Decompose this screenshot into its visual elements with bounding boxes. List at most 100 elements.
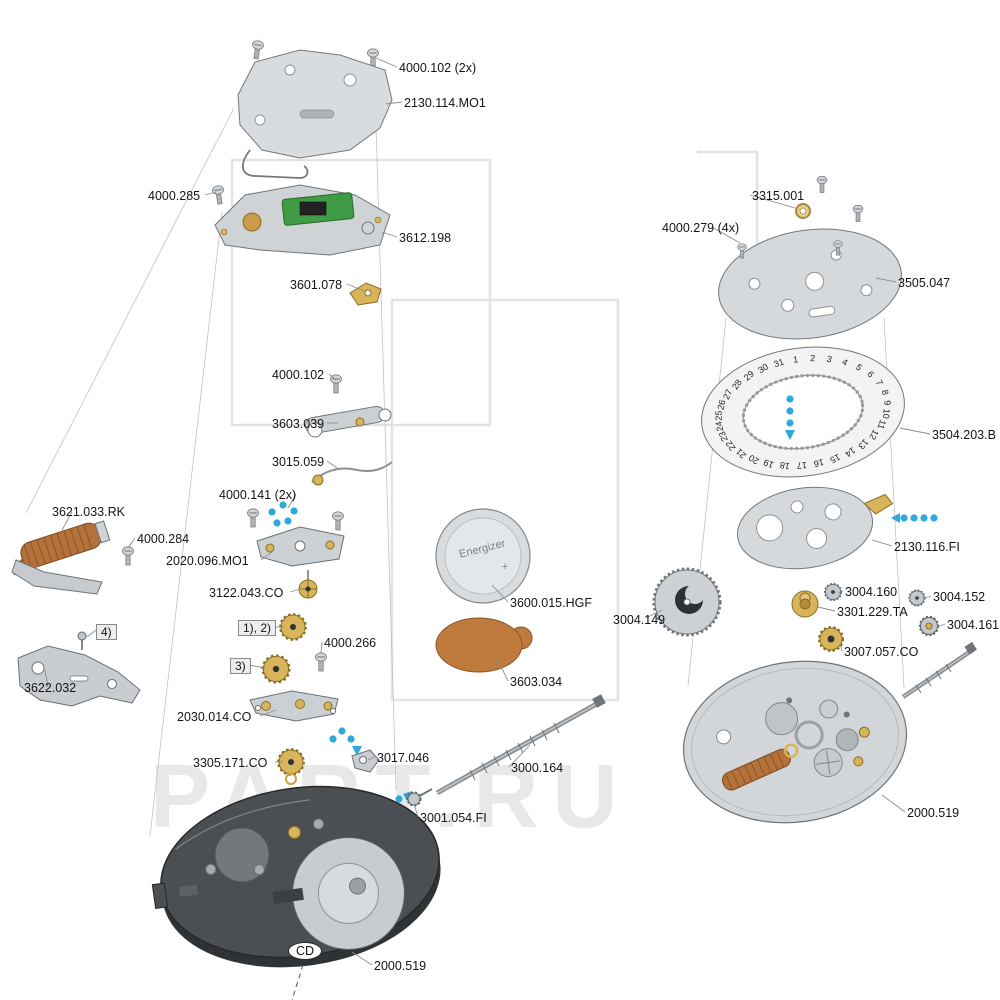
part-3603-034: [435, 617, 533, 673]
svg-text:25: 25: [714, 411, 724, 421]
gear-1-2: [279, 613, 307, 641]
part-label-4000-285: 4000.285: [148, 189, 201, 203]
part-label-3015-059: 3015.059: [272, 455, 325, 469]
part-label-3601-078: 3601.078: [290, 278, 343, 292]
part-3017-046: [329, 727, 380, 773]
part-label-3603-034: 3603.034: [510, 675, 563, 689]
part-2000-519-left-mainplate: [151, 785, 441, 968]
svg-text:26: 26: [716, 399, 728, 411]
part-3505-047: [718, 228, 902, 340]
svg-text:4: 4: [840, 357, 849, 368]
part-3301-229-ta: [791, 590, 819, 618]
part-label-2130-114-mo1: 2130.114.MO1: [404, 96, 486, 110]
svg-text:8: 8: [880, 388, 891, 396]
part-label-3017-046: 3017.046: [377, 751, 430, 765]
svg-text:12: 12: [867, 428, 881, 442]
part-label-2130-116-fi: 2130.116.FI: [894, 540, 960, 554]
svg-text:30: 30: [756, 362, 770, 376]
svg-text:16: 16: [813, 457, 825, 469]
blue-indicator-row: [891, 513, 938, 523]
gear-3: [261, 654, 291, 684]
part-label-3001-054-fi: 3001.054.FI: [420, 811, 487, 825]
svg-text:22: 22: [724, 439, 738, 453]
part-label-2030-014-co: 2030.014.CO: [177, 710, 252, 724]
part-3601-078: [349, 282, 382, 306]
part-label-4000-102: 4000.102: [272, 368, 325, 382]
part-3600-015-hgf-battery: Energizer +: [435, 508, 531, 604]
svg-text:2: 2: [810, 353, 816, 363]
screw-4000-284: [122, 546, 134, 566]
svg-text:17: 17: [797, 460, 807, 470]
part-2130-114-mo1: [237, 49, 393, 179]
svg-text:19: 19: [762, 457, 775, 470]
part-3622-032: [17, 631, 141, 707]
svg-text:15: 15: [829, 452, 842, 465]
part-2030-014-co: [249, 690, 339, 722]
part-label-4000-141-2x: 4000.141 (2x): [219, 488, 297, 502]
screw-4000-102-single: [330, 374, 342, 394]
assembly-note-4: 4): [96, 624, 117, 640]
part-label-4000-102-2x: 4000.102 (2x): [399, 61, 477, 75]
svg-text:7: 7: [874, 378, 885, 387]
part-label-3004-152: 3004.152: [933, 590, 986, 604]
part-3603-039: [304, 405, 392, 438]
coil-bracket: [11, 559, 103, 595]
svg-text:14: 14: [843, 445, 857, 459]
part-3612-198: [214, 184, 391, 256]
part-3000-164: [435, 694, 606, 796]
svg-text:27: 27: [721, 388, 734, 401]
part-label-3622-032: 3622.032: [24, 681, 77, 695]
part-label-3301-229-ta: 3301.229.TA: [837, 605, 908, 619]
screws-right-top: [816, 175, 864, 223]
svg-text:29: 29: [742, 369, 756, 383]
part-label-4000-284: 4000.284: [137, 532, 190, 546]
part-3305-171-co: [277, 748, 305, 785]
svg-text:24: 24: [713, 421, 725, 433]
cd-marker: CD: [288, 942, 323, 960]
svg-text:28: 28: [730, 377, 744, 391]
svg-text:3: 3: [826, 354, 833, 365]
part-3315-001: [795, 203, 811, 219]
svg-text:6: 6: [865, 369, 876, 379]
part-label-3603-039: 3603.039: [272, 417, 325, 431]
part-3122-043-co: [298, 570, 318, 599]
assembly-note-1-2: 1), 2): [238, 620, 277, 636]
part-3004-160: [823, 582, 843, 602]
part-label-3505-047: 3505.047: [898, 276, 951, 290]
part-label-3504-203-b: 3504.203.B: [932, 428, 996, 442]
part-label-3004-161: 3004.161: [947, 618, 1000, 632]
battery-polarity-text: +: [502, 561, 508, 573]
part-2000-519-right-movement: [682, 660, 908, 824]
svg-text:21: 21: [734, 446, 748, 460]
part-2130-116-fi: [736, 486, 894, 570]
screw-4000-285: [211, 184, 226, 206]
svg-text:5: 5: [854, 362, 864, 373]
part-3015-059: [311, 461, 393, 486]
part-label-2000-519-left: 2000.519: [374, 959, 427, 973]
right-winding-stem: [901, 641, 977, 699]
blue-indicator-dots: [268, 501, 298, 527]
part-label-3007-057-co: 3007.057.CO: [844, 645, 919, 659]
svg-text:1: 1: [792, 354, 798, 365]
part-label-4000-266: 4000.266: [324, 636, 377, 650]
part-label-3621-033-rk: 3621.033.RK: [52, 505, 125, 519]
svg-text:9: 9: [882, 400, 892, 406]
part-label-2020-096-mo1: 2020.096.MO1: [166, 554, 249, 568]
part-3004-149: [652, 567, 722, 637]
svg-text:11: 11: [876, 418, 888, 430]
part-label-3000-164: 3000.164: [511, 761, 564, 775]
blue-indicator-vertical: [785, 395, 795, 440]
svg-text:23: 23: [717, 430, 730, 443]
part-label-3004-149: 3004.149: [613, 613, 666, 627]
part-label-3122-043-co: 3122.043.CO: [209, 586, 284, 600]
assembly-note-3: 3): [230, 658, 251, 674]
part-label-3600-015-hgf: 3600.015.HGF: [510, 596, 592, 610]
part-2020-096-mo1: [256, 526, 345, 567]
svg-text:13: 13: [856, 437, 870, 451]
svg-text:18: 18: [779, 460, 791, 472]
part-3004-152: [908, 589, 926, 607]
part-label-3305-171-co: 3305.171.CO: [193, 756, 268, 770]
